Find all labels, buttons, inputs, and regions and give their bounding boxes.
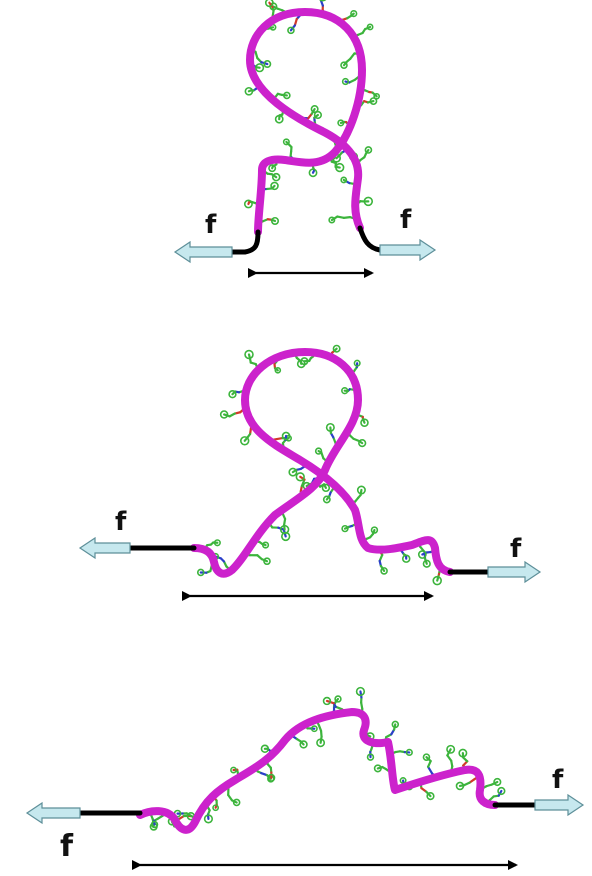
right-pull-arrow — [535, 795, 583, 815]
left-pull-arrow — [175, 242, 232, 262]
base-ring — [319, 0, 327, 1]
rna-backbone — [194, 352, 450, 574]
nucleotide-bond — [249, 90, 251, 91]
nucleotide-bond — [428, 767, 432, 774]
right-pull-arrow — [380, 240, 435, 260]
nucleotide-bond — [330, 427, 331, 433]
panel-unfolded: f f — [27, 688, 583, 865]
left-tether — [232, 232, 258, 252]
nucleotide-bond — [272, 166, 273, 168]
right-tether — [360, 228, 380, 250]
left-pull-arrow — [80, 538, 130, 558]
nucleotide-bond — [313, 170, 314, 173]
nucleotide-bond — [248, 202, 249, 204]
force-label-left: f — [60, 829, 74, 864]
force-label-right: f — [510, 534, 522, 564]
force-label-left: f — [115, 507, 127, 537]
right-pull-arrow — [488, 562, 540, 582]
force-label-left: f — [205, 210, 217, 240]
panel-folded: f f — [175, 0, 435, 273]
left-pull-arrow — [27, 803, 80, 823]
nucleotide-bond — [300, 361, 301, 364]
force-label-right: f — [400, 205, 412, 235]
force-label-right: f — [552, 765, 564, 795]
panel-partially-unfolded: f f — [80, 346, 540, 596]
